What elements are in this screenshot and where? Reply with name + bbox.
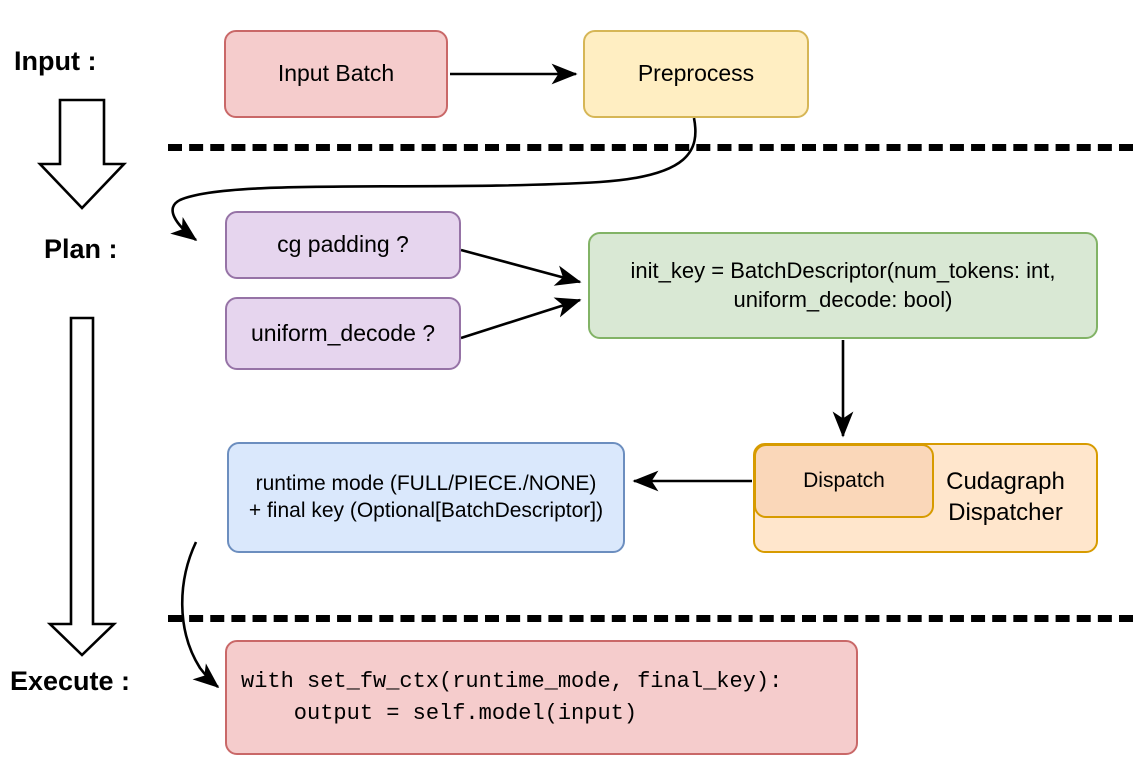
stage-label-execute: Execute : xyxy=(10,666,131,696)
node-runtime-mode[interactable]: runtime mode (FULL/PIECE./NONE) + final … xyxy=(227,442,625,553)
node-input-batch[interactable]: Input Batch xyxy=(224,30,448,118)
runtime-mode-to-execute-code-arrow xyxy=(180,541,220,688)
node-cg-padding[interactable]: cg padding ? xyxy=(225,211,461,279)
input-to-plan-block-arrow xyxy=(36,98,128,210)
node-dispatch[interactable]: Dispatch xyxy=(754,444,934,518)
node-uniform-decode[interactable]: uniform_decode ? xyxy=(225,297,461,370)
input-plan-divider xyxy=(168,144,1133,151)
node-init-key[interactable]: init_key = BatchDescriptor(num_tokens: i… xyxy=(588,232,1098,339)
stage-label-plan: Plan : xyxy=(44,234,118,264)
cg-padding-to-init-key-arrow xyxy=(460,248,582,286)
node-execute-code[interactable]: with set_fw_ctx(runtime_mode, final_key)… xyxy=(225,640,858,755)
plan-to-execute-block-arrow xyxy=(46,316,118,657)
plan-execute-divider xyxy=(168,615,1133,622)
preprocess-to-cg-padding-arrow xyxy=(170,117,697,242)
uniform-decode-to-init-key-arrow xyxy=(460,297,582,340)
stage-label-input: Input : xyxy=(14,46,97,76)
node-preprocess[interactable]: Preprocess xyxy=(583,30,809,118)
